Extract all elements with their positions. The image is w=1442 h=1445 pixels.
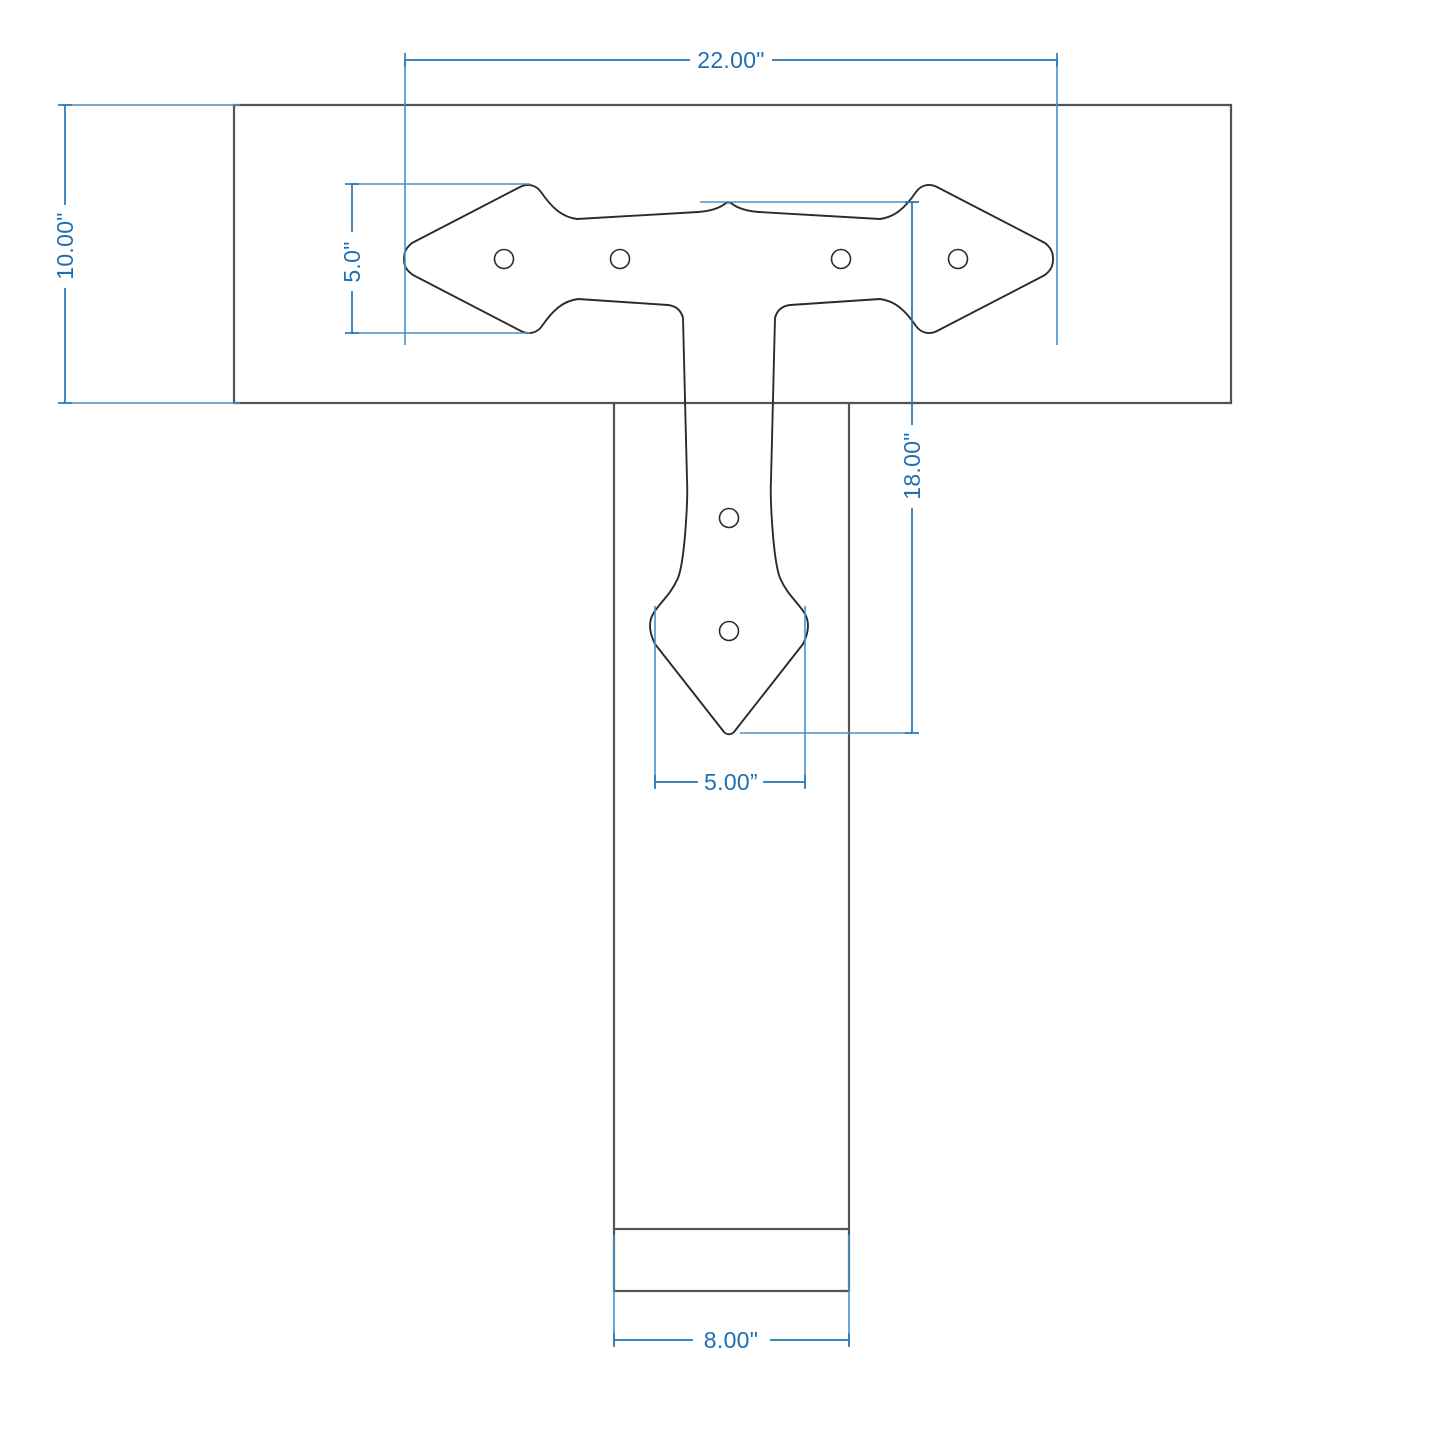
leg-hole-1: [718, 507, 740, 529]
dim-label-18: 18.00": [899, 432, 925, 500]
strap-hole-3: [830, 248, 852, 270]
horizontal-beam-outline: [232, 103, 1233, 405]
leg-hole-2: [718, 620, 740, 642]
dimension-overall-drop: 18.00": [700, 201, 925, 734]
hinge-bracket: [403, 184, 1054, 736]
hinge-strap-outline: [403, 184, 1054, 736]
strap-hole-4: [947, 248, 969, 270]
dimension-strap-height: 5.0": [339, 183, 530, 334]
vertical-post-outline: [612, 403, 851, 1293]
dim-label-10: 10.00": [52, 212, 78, 280]
dim-label-8: 8.00": [704, 1327, 758, 1353]
dim-label-22: 22.00": [697, 47, 765, 73]
strap-hole-2: [609, 248, 631, 270]
strap-hole-1: [493, 248, 515, 270]
dimension-beam-height: 10.00": [52, 104, 240, 404]
dimension-leg-width: 5.00”: [654, 606, 806, 795]
dimension-post-width: 8.00": [613, 1235, 850, 1353]
dimension-overall-width: 22.00": [404, 47, 1058, 345]
dim-label-5-leg: 5.00”: [704, 769, 758, 795]
timber-beams: [232, 103, 1233, 1293]
dim-label-5-strap: 5.0": [339, 241, 365, 282]
